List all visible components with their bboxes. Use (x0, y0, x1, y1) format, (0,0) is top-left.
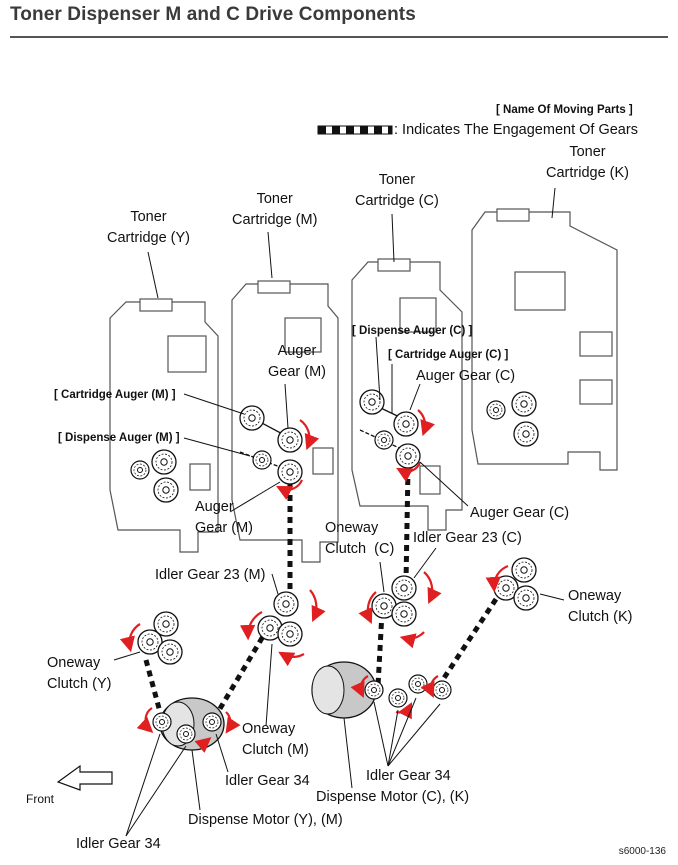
auger-gear-c-top-label: Auger Gear (C) (416, 368, 516, 384)
engagement-lines (143, 467, 505, 714)
auger-gear-c-upper (393, 411, 419, 437)
auger-gear-c-lower (395, 443, 421, 469)
leader-lines (113, 187, 565, 837)
auger-gear-m-upper (277, 427, 303, 453)
front-label: Front (26, 792, 55, 806)
cartridge-outlines (109, 208, 618, 563)
oneway-clutch-k-gear-a (511, 557, 537, 583)
oneway-clutch-y-label: Oneway Clutch (Y) (47, 655, 112, 692)
idler-gear-34-ck-d (432, 680, 452, 700)
dispense-auger-c-gear (374, 430, 394, 450)
k-cartridge-gear-1 (511, 391, 537, 417)
cartridge-auger-c-gear (359, 389, 385, 415)
rotation-arrows (119, 409, 509, 753)
dispense-motor-ym-label: Dispense Motor (Y), (M) (188, 812, 343, 828)
idler-gear-34-ck-a (364, 680, 384, 700)
oneway-clutch-k-label: Oneway Clutch (K) (568, 588, 633, 625)
legend-text: : Indicates The Engagement Of Gears (394, 122, 638, 138)
idler-gear-23-c (391, 575, 417, 601)
idler-gear-34-ym-a (152, 712, 172, 732)
toner-cartridge-m-label: Toner Cartridge (M) (232, 191, 318, 228)
idler-gear-34-left-label: Idler Gear 34 (76, 836, 161, 852)
oneway-clutch-m-label: Oneway Clutch (M) (242, 721, 309, 758)
dispense-auger-c-label: [ Dispense Auger (C) ] (352, 325, 473, 337)
oneway-clutch-m-gear-b (277, 621, 303, 647)
auger-gear-m-top-label: Auger Gear (M) (268, 343, 326, 380)
dispense-auger-m-label: [ Dispense Auger (M) ] (58, 432, 180, 444)
idler-gear-34-right-label: Idler Gear 34 (366, 768, 451, 784)
auger-gear-m-bottom-label: Auger Gear (M) (195, 499, 253, 536)
dispense-motor-ck-label: Dispense Motor (C), (K) (316, 789, 470, 805)
idler-gear-23-c-label: Idler Gear 23 (C) (413, 530, 522, 546)
k-cartridge-gear-3 (486, 400, 506, 420)
idler-gear-34-center-label: Idler Gear 34 (225, 773, 310, 789)
cartridge-auger-m-label: [ Cartridge Auger (M) ] (54, 389, 176, 401)
toner-cartridge-c-label: Toner Cartridge (C) (355, 172, 439, 209)
front-arrow (56, 764, 113, 791)
page-title: Toner Dispenser M and C Drive Components (10, 4, 416, 25)
idler-gear-34-ym-b (176, 724, 196, 744)
idler-gear-34-ym-c (202, 712, 222, 732)
dispense-motor-ck (311, 661, 377, 719)
toner-cartridge-k-label: Toner Cartridge (K) (546, 144, 629, 181)
y-cartridge-gear-2 (153, 477, 179, 503)
oneway-clutch-c-gear-b (391, 601, 417, 627)
auger-gear-m-lower (277, 459, 303, 485)
dispense-auger-m-gear (252, 450, 272, 470)
k-cartridge-gear-2 (513, 421, 539, 447)
idler-gear-34-ck-b (388, 688, 408, 708)
oneway-clutch-k-gear-c (513, 585, 539, 611)
cartridge-auger-m-gear (239, 405, 265, 431)
legend-dash-sample (317, 125, 393, 135)
figure-id: s6000-136 (618, 846, 666, 857)
idler-gear-23-m (273, 591, 299, 617)
toner-cartridge-y-label: Toner Cartridge (Y) (107, 209, 190, 246)
y-cartridge-gear-3 (130, 460, 150, 480)
auger-gear-c-bottom-label: Auger Gear (C) (470, 505, 570, 521)
oneway-clutch-c-label: Oneway Clutch (C) (325, 520, 395, 557)
title-rule (10, 36, 668, 38)
cartridge-auger-c-label: [ Cartridge Auger (C) ] (388, 349, 509, 361)
y-cartridge-gear-1 (151, 449, 177, 475)
oneway-clutch-y-gear-c (157, 639, 183, 665)
idler-gear-23-m-label: Idler Gear 23 (M) (155, 567, 266, 583)
idler-gear-34-ck-c (408, 674, 428, 694)
legend-heading: [ Name Of Moving Parts ] (496, 104, 633, 116)
